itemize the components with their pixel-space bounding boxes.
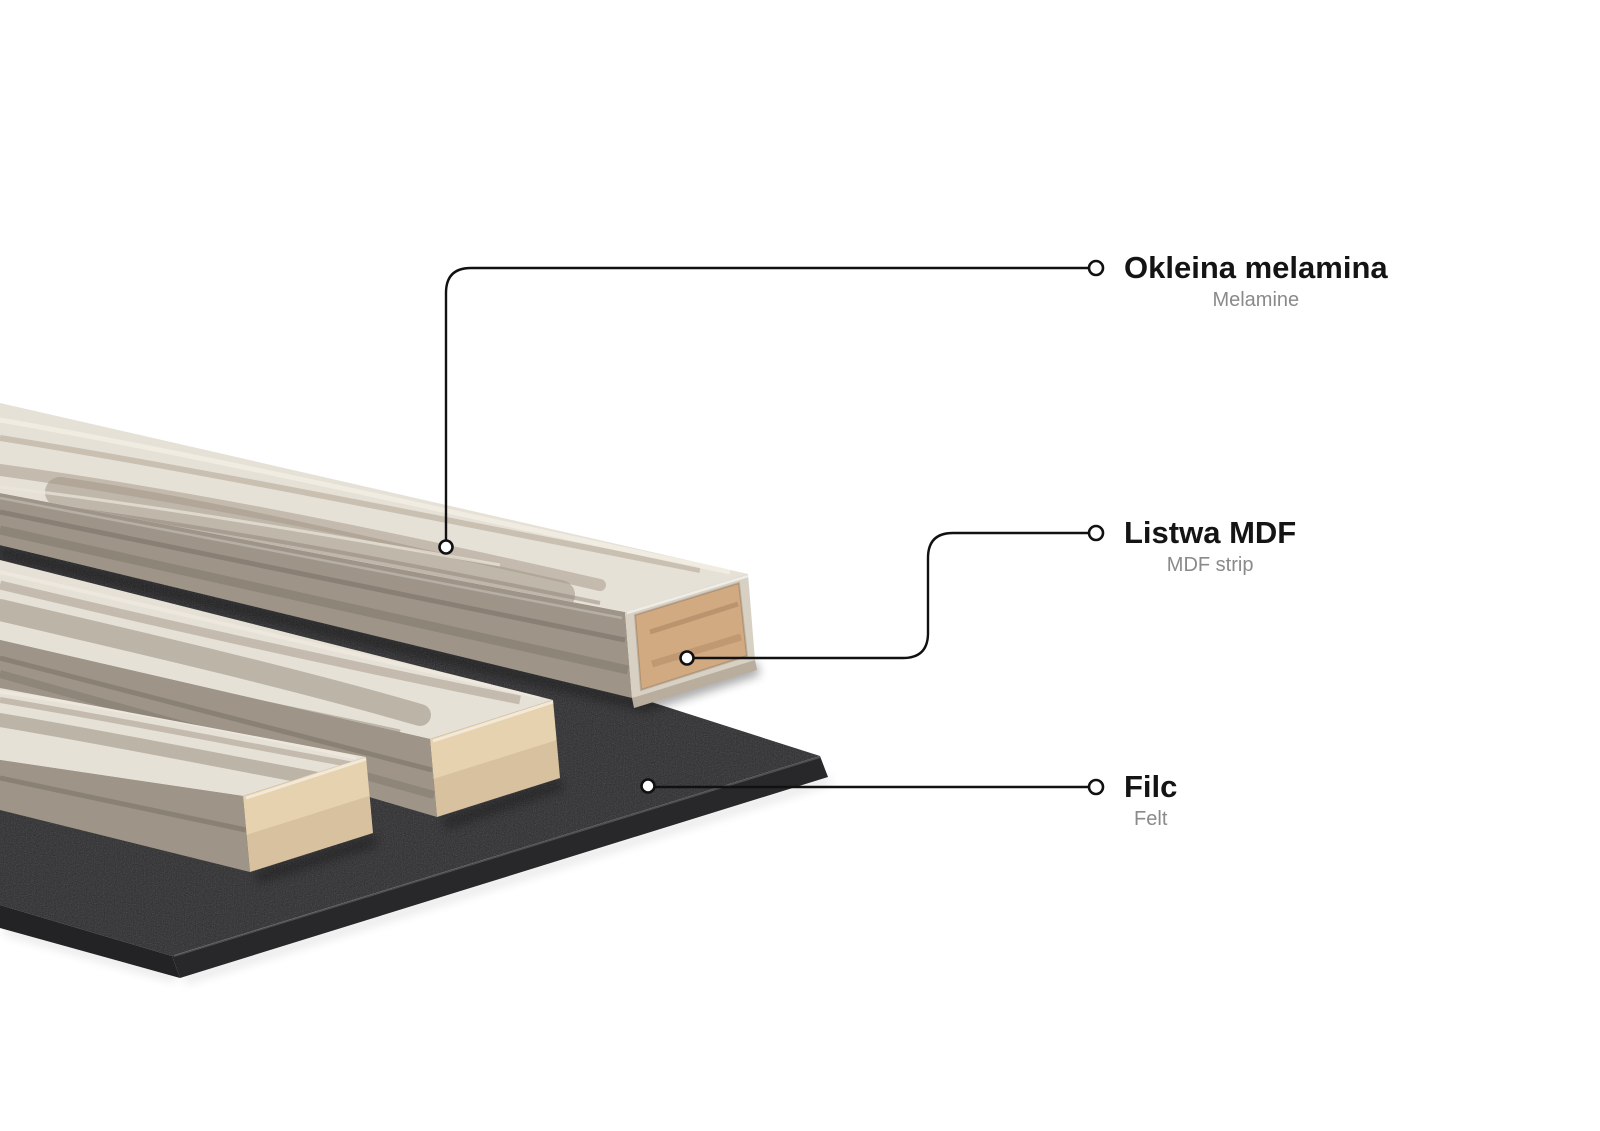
felt-label-marker-circle (1087, 778, 1105, 796)
slat1-side-grain (0, 496, 629, 675)
slat2-end-lower-shade (433, 740, 560, 817)
slat3-end-lower-shade (246, 796, 373, 872)
callout-felt: Filc Felt (1124, 770, 1177, 831)
callout-melamine-subtitle: Melamine (1212, 289, 1300, 311)
callout-mdf: Listwa MDF MDF strip (1124, 516, 1296, 577)
melamine-leader-line (444, 266, 1089, 541)
felt-front-edge-face (172, 756, 828, 978)
slat2-contact-shadow (442, 778, 564, 830)
callout-mdf-subtitle: MDF strip (1166, 554, 1254, 576)
slat1-end-mdf-core (635, 583, 747, 690)
slat3-side-grain (0, 775, 247, 833)
callout-felt-title: Filc (1124, 769, 1178, 804)
callout-mdf-title: Listwa MDF (1124, 515, 1297, 550)
slat1-end-mdf-outline (633, 581, 749, 692)
slat1-side-face (0, 493, 632, 698)
slat3-side-face (0, 760, 250, 872)
slat3-contact-shadow (254, 834, 378, 884)
melamine-label-marker-circle (1087, 259, 1105, 277)
slat2-end-face (430, 700, 560, 817)
felt-drop-shadow (182, 776, 832, 984)
slat1-end-wrap-lip (632, 660, 757, 708)
callout-melamine-title: Okleina melamina (1124, 250, 1388, 285)
felt-point-marker-circle (640, 778, 656, 794)
felt-edge-highlight (173, 756, 821, 957)
callout-leaders (438, 259, 1105, 796)
felt-drop-shadow-left (2, 926, 178, 982)
slat-front (0, 688, 373, 872)
slat2-end-top-highlight (432, 700, 554, 743)
felt-left-edge-face (0, 905, 180, 978)
mdf-point-marker-circle (679, 650, 695, 666)
slat1-end-mdf-texture (649, 601, 743, 668)
slat3-end-face (243, 757, 373, 872)
callout-felt-subtitle: Felt (1134, 808, 1168, 830)
slat-back (0, 403, 757, 708)
mdf-label-marker-circle (1087, 524, 1105, 542)
slat1-end-top-highlight (626, 574, 749, 615)
mdf-leader-line (694, 531, 1089, 660)
slat-gap-shadow (0, 546, 642, 710)
callout-melamine: Okleina melamina Melamine (1124, 251, 1388, 312)
melamine-point-marker-circle (438, 539, 454, 555)
slat3-end-top-highlight (245, 757, 367, 800)
